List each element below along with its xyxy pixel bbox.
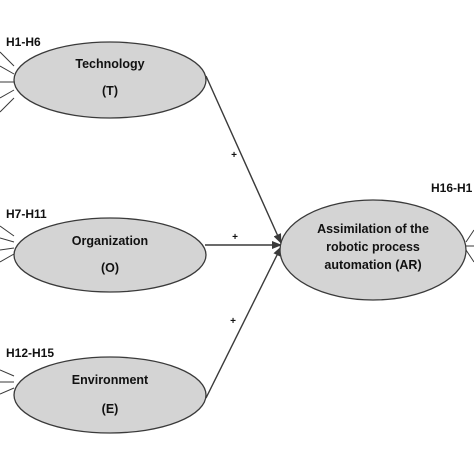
node-assimilation-label-line-1: Assimilation of the [317,222,429,236]
edge-technology-to-assimilation [205,75,282,244]
node-technology-abbr: (T) [102,84,118,98]
node-organization-label: Organization [72,234,148,248]
organization-hypotheses-label: H7-H11 [6,207,47,221]
node-technology: Technology (T) [13,41,207,119]
technology-indicator-arrows [0,51,15,113]
node-environment-label: Environment [72,373,149,387]
node-organization: Organization (O) [13,217,207,293]
node-assimilation-label-line-3: automation (AR) [324,258,421,272]
node-technology-label: Technology [75,57,144,71]
node-organization-abbr: (O) [101,261,119,275]
node-assimilation-label-line-2: robotic process [326,240,420,254]
node-environment: Environment (E) [13,356,207,434]
organization-indicator-arrows [0,225,15,263]
node-assimilation: Assimilation of the robotic process auto… [279,199,467,301]
edge-technology-sign: + [231,150,237,161]
technology-hypotheses-label: H1-H6 [6,35,41,49]
environment-hypotheses-label: H12-H15 [6,346,54,360]
edge-organization-sign: + [232,232,238,243]
assimilation-hypotheses-label: H16-H1 [431,181,473,195]
environment-indicator-arrows [0,369,15,395]
node-environment-abbr: (E) [102,402,119,416]
edge-environment-sign: + [230,316,236,327]
assimilation-indicator-arrows [465,229,474,263]
edge-environment-to-assimilation [205,246,282,399]
